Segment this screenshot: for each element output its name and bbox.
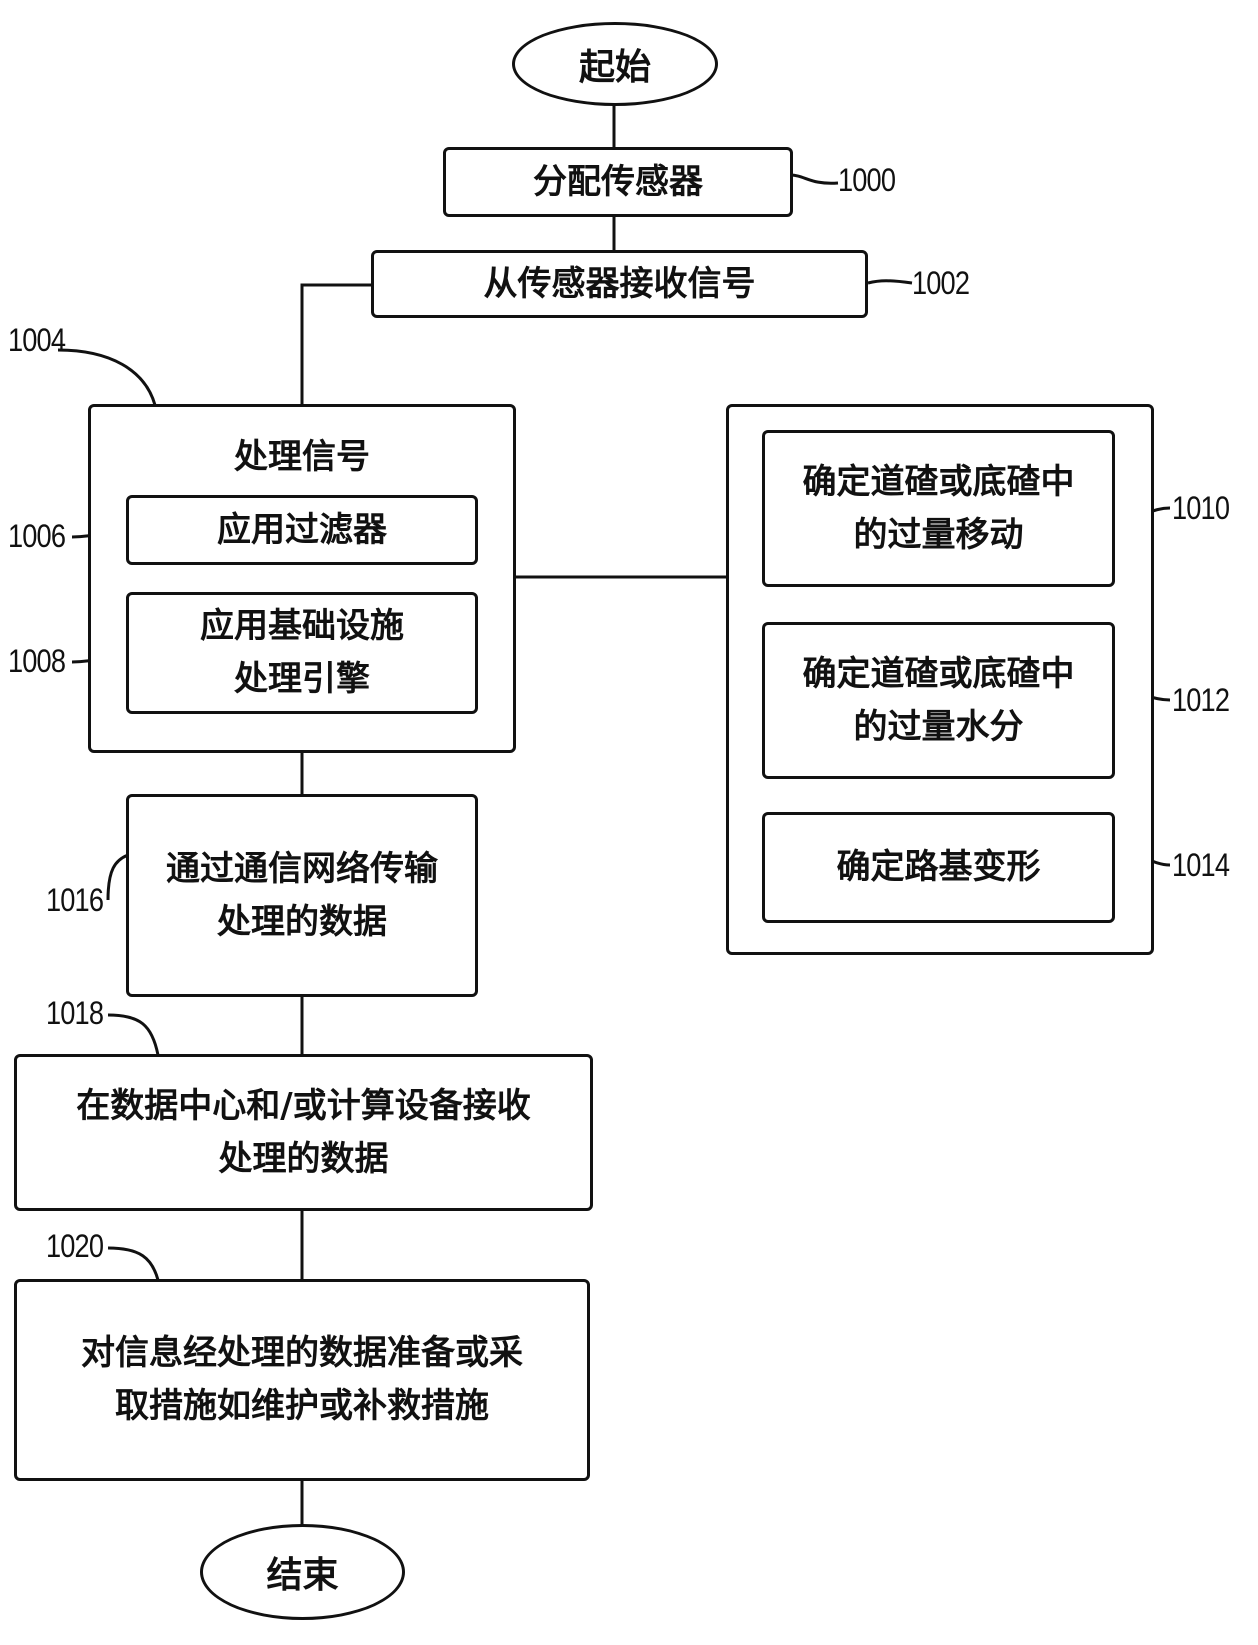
step-label-line1: 确定道碴或底碴中 (802, 653, 1075, 694)
ref-number: 1012 (1172, 682, 1230, 718)
step-label-line2: 的过量水分 (853, 706, 1024, 747)
end-terminal: 结束 (200, 1524, 405, 1620)
ref-number: 1008 (8, 643, 66, 679)
start-label: 起始 (578, 47, 651, 88)
ref-number: 1018 (46, 995, 104, 1031)
step-apply-engine: 应用基础设施 处理引擎 (126, 592, 478, 714)
step-label: 确定路基变形 (836, 847, 1041, 888)
step-label: 应用过滤器 (217, 509, 387, 550)
ref-number: 1002 (912, 265, 970, 301)
step-label-line2: 的过量移动 (853, 514, 1024, 555)
step-receive-data: 在数据中心和/或计算设备接收 处理的数据 (14, 1054, 593, 1211)
ref-number: 1020 (46, 1228, 104, 1264)
start-terminal: 起始 (512, 22, 718, 106)
step-label-line2: 处理的数据 (217, 901, 387, 942)
step-label-line1: 对信息经处理的数据准备或采 (81, 1333, 523, 1374)
step-label-line1: 应用基础设施 (200, 606, 404, 647)
ref-number: 1016 (46, 882, 104, 918)
step-label-line2: 取措施如维护或补救措施 (115, 1386, 489, 1426)
step-label-line1: 在数据中心和/或计算设备接收 (76, 1085, 531, 1126)
step-apply-filter: 应用过滤器 (126, 495, 478, 565)
step-transmit-data: 通过通信网络传输 处理的数据 (126, 794, 478, 997)
step-subgrade-deformation: 确定路基变形 (762, 812, 1115, 923)
step-ballast-movement: 确定道碴或底碴中 的过量移动 (762, 430, 1115, 587)
step-label: 从传感器接收信号 (483, 263, 756, 304)
ref-number: 1006 (8, 518, 66, 554)
step-label-line2: 处理的数据 (218, 1138, 389, 1179)
ref-number: 1004 (8, 322, 66, 358)
step-ballast-moisture: 确定道碴或底碴中 的过量水分 (762, 622, 1115, 779)
ref-number: 1010 (1172, 490, 1230, 526)
step-take-action: 对信息经处理的数据准备或采 取措施如维护或补救措施 (14, 1279, 590, 1481)
step-label-line1: 通过通信网络传输 (166, 848, 438, 889)
step-label-line1: 确定道碴或底碴中 (802, 461, 1075, 502)
step-receive-signals: 从传感器接收信号 (371, 250, 868, 318)
ref-number: 1014 (1172, 847, 1230, 883)
step-assign-sensors: 分配传感器 (443, 147, 793, 217)
step-label: 分配传感器 (533, 161, 703, 202)
step-label: 处理信号 (234, 437, 370, 477)
ref-number: 1000 (838, 162, 896, 198)
end-label: 结束 (266, 1555, 339, 1596)
step-label-line2: 处理引擎 (234, 659, 370, 699)
